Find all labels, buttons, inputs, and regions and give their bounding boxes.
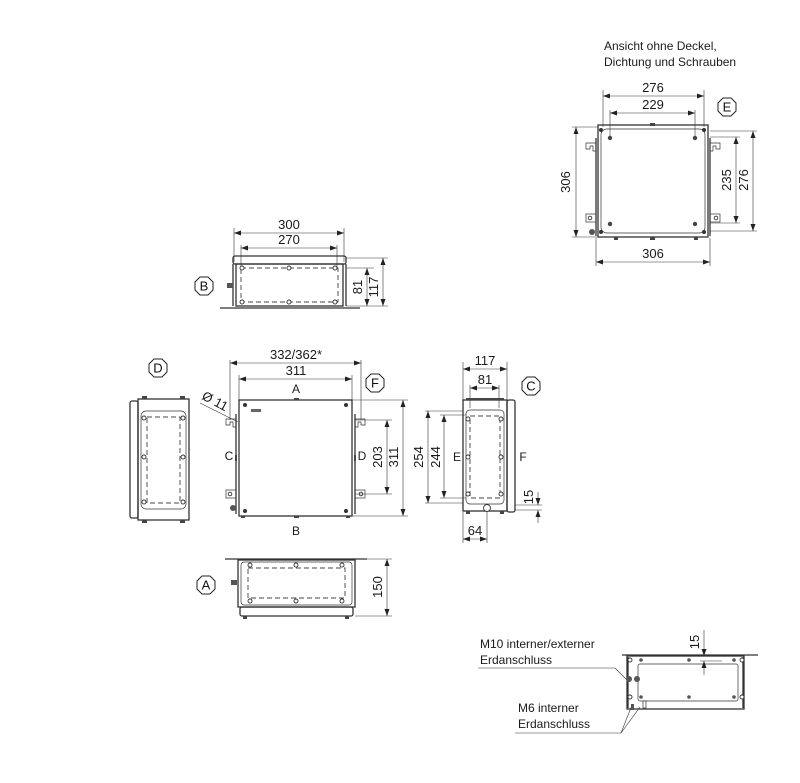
dim-e-bottom: 306: [642, 246, 664, 261]
dim-c-left-outer: 254: [411, 446, 426, 468]
view-c-label: C: [526, 379, 535, 394]
dim-c-left-inner: 244: [428, 446, 443, 468]
view-e-caption-line2: Dichtung und Schrauben: [604, 55, 736, 69]
view-a-label-badge: A: [196, 575, 216, 595]
view-a: A 150: [196, 558, 392, 619]
dim-f-right-outer: 311: [386, 447, 401, 468]
dim-e-right-outer: 276: [736, 169, 751, 191]
view-f: F 332/362* 311 A B C D Ø 11: [200, 347, 408, 538]
view-a-label: A: [202, 578, 211, 593]
dim-e-right-inner: 235: [719, 169, 734, 191]
dim-b-right-outer: 117: [366, 277, 381, 298]
note-m10-line1: M10 interner/externer: [480, 637, 595, 651]
dim-c-bottom: 64: [468, 523, 482, 538]
dim-a-right: 150: [370, 576, 385, 598]
view-b: B 300 270 81 117: [194, 217, 388, 309]
view-b-label-badge: B: [194, 276, 214, 296]
dim-b-top-outer: 300: [278, 217, 300, 232]
view-c: C 117 81 E F 254 244: [411, 353, 542, 543]
view-f-label-badge: F: [365, 373, 385, 393]
dim-c-right-small: 15: [521, 490, 536, 504]
view-b-label: B: [200, 279, 209, 294]
dim-e-top-outer: 276: [642, 80, 664, 95]
side-label-f: F: [519, 450, 526, 464]
dim-e-top-inner: 229: [642, 97, 664, 112]
view-c-label-badge: C: [521, 376, 541, 396]
dim-e-left: 306: [558, 171, 573, 193]
dim-c-top-inner: 81: [478, 372, 492, 387]
view-e-caption-line1: Ansicht ohne Deckel,: [604, 39, 717, 53]
dim-b-top-inner: 270: [278, 232, 300, 247]
dim-f-top-outer: 332/362*: [270, 347, 322, 362]
side-label-e: E: [453, 450, 461, 464]
note-m10-line2: Erdanschluss: [480, 653, 552, 667]
dim-f-hole: Ø 11: [200, 388, 231, 414]
side-label-a: A: [292, 382, 300, 396]
note-m6-line1: M6 interner: [518, 701, 579, 715]
view-e-label: E: [723, 100, 732, 115]
note-m6-line2: Erdanschluss: [518, 717, 590, 731]
side-label-d: D: [358, 449, 367, 463]
view-e-label-badge: E: [717, 97, 737, 117]
dim-detail-top: 15: [687, 635, 702, 649]
dim-f-right-inner: 203: [370, 446, 385, 468]
view-d-label: D: [153, 361, 162, 376]
dim-b-right-inner: 81: [350, 280, 365, 294]
view-e: Ansicht ohne Deckel, Dichtung und Schrau…: [558, 39, 757, 266]
dim-f-top-inner: 311: [286, 363, 307, 378]
view-detail: M10 interner/externer Erdanschluss M6 in…: [478, 630, 758, 734]
view-d-label-badge: D: [148, 358, 168, 378]
side-label-b: B: [292, 524, 300, 538]
view-d: D: [129, 358, 190, 523]
dim-c-top-outer: 117: [475, 353, 496, 368]
side-label-c: C: [225, 449, 234, 463]
view-f-label: F: [371, 376, 379, 391]
